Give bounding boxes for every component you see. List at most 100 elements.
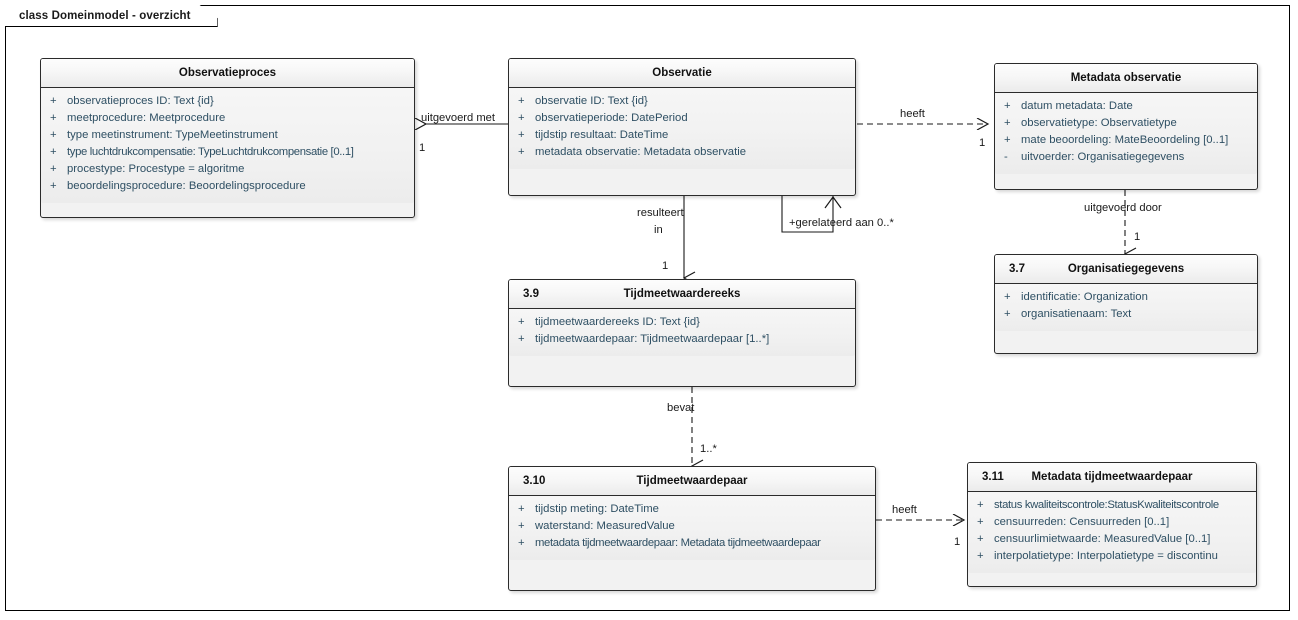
class-title-tijdmeetwaardepaar: Tijdmeetwaardepaar	[636, 475, 748, 487]
class-title-metadata-observatie: Metadata observatie	[1070, 72, 1182, 84]
attribute-text: type meetinstrument: TypeMeetinstrument	[67, 129, 278, 141]
multiplicity-bevat: 1..*	[700, 443, 717, 455]
edge-label-heeft-observatie: heeft	[900, 108, 925, 120]
attribute-row: + status kwaliteitscontrole:StatusKwalit…	[968, 499, 1256, 516]
attribute-visibility: +	[977, 550, 984, 562]
class-attributes-observatieproces: + observatieproces ID: Text {id} + meetp…	[41, 88, 414, 203]
attribute-text: metadata tijdmeetwaardepaar: Metadata ti…	[535, 537, 821, 549]
attribute-visibility: +	[518, 112, 525, 124]
attribute-visibility: +	[518, 316, 525, 328]
attribute-row: + observatie ID: Text {id}	[509, 95, 855, 112]
class-box-observatie[interactable]: Observatie + observatie ID: Text {id} + …	[508, 58, 856, 196]
attribute-row: + mate beoordeling: MateBeoordeling [0..…	[995, 134, 1257, 151]
class-header-observatieproces: Observatieproces	[41, 59, 414, 88]
attribute-row: + observatietype: Observatietype	[995, 117, 1257, 134]
attribute-visibility: +	[50, 112, 57, 124]
attribute-text: censuurlimietwaarde: MeasuredValue [0..1…	[994, 533, 1211, 545]
attribute-visibility: +	[518, 520, 525, 532]
attribute-visibility: +	[977, 499, 984, 511]
attribute-row: + type luchtdrukcompensatie: TypeLuchtdr…	[41, 146, 414, 163]
attribute-text: observatieperiode: DatePeriod	[535, 112, 688, 124]
class-box-tijdmeetwaardereeks[interactable]: 3.9 Tijdmeetwaardereeks + tijdmeetwaarde…	[508, 279, 856, 387]
attribute-text: organisatienaam: Text	[1021, 308, 1132, 320]
class-box-tijdmeetwaardepaar[interactable]: 3.10 Tijdmeetwaardepaar + tijdstip metin…	[508, 466, 876, 591]
attribute-row: + metadata observatie: Metadata observat…	[509, 146, 855, 163]
attribute-text: datum metadata: Date	[1021, 100, 1133, 112]
class-number-metadata-tijdmeetwaardepaar: 3.11	[982, 471, 1004, 483]
attribute-row: + censuurreden: Censuurreden [0..1]	[968, 516, 1256, 533]
attribute-row: + observatieproces ID: Text {id}	[41, 95, 414, 112]
attribute-visibility: +	[50, 146, 57, 158]
attribute-visibility: +	[1004, 308, 1011, 320]
attribute-visibility: +	[50, 163, 57, 175]
attribute-row: + tijdmeetwaardepaar: Tijdmeetwaardepaar…	[509, 333, 855, 350]
class-number-tijdmeetwaardepaar: 3.10	[523, 475, 546, 487]
attribute-visibility: +	[1004, 134, 1011, 146]
attribute-text: tijdmeetwaardereeks ID: Text {id}	[535, 316, 700, 328]
class-number-organisatiegegevens: 3.7	[1009, 263, 1025, 275]
attribute-visibility: +	[1004, 117, 1011, 129]
attribute-row: + procestype: Procestype = algoritme	[41, 163, 414, 180]
class-box-organisatiegegevens[interactable]: 3.7 Organisatiegegevens + identificatie:…	[994, 254, 1258, 354]
multiplicity-uitgevoerd-door: 1	[1134, 231, 1141, 243]
diagram-frame-title: class Domeinmodel - overzicht	[19, 9, 191, 22]
attribute-text: tijdstip meting: DateTime	[535, 503, 659, 515]
attribute-visibility: +	[1004, 291, 1011, 303]
class-title-organisatiegegevens: Organisatiegegevens	[1067, 263, 1185, 275]
class-attributes-observatie: + observatie ID: Text {id} + observatiep…	[509, 88, 855, 169]
edge-label-resulteert-in-1: resulteert	[637, 207, 684, 219]
attribute-visibility: +	[977, 533, 984, 545]
attribute-visibility: +	[977, 516, 984, 528]
attribute-visibility: +	[518, 95, 525, 107]
class-header-observatie: Observatie	[509, 59, 855, 88]
attribute-text: type luchtdrukcompensatie: TypeLuchtdruk…	[67, 146, 354, 158]
attribute-visibility: +	[1004, 100, 1011, 112]
attribute-visibility: -	[1004, 151, 1008, 163]
attribute-row: + organisatienaam: Text	[995, 308, 1257, 325]
class-box-metadata-tijdmeetwaardepaar[interactable]: 3.11 Metadata tijdmeetwaardepaar + statu…	[967, 462, 1257, 587]
attribute-visibility: +	[50, 95, 57, 107]
diagram-frame	[5, 5, 1290, 611]
attribute-text: tijdstip resultaat: DateTime	[535, 129, 669, 141]
attribute-text: beoordelingsprocedure: Beoordelingsproce…	[67, 180, 306, 192]
attribute-text: observatietype: Observatietype	[1021, 117, 1177, 129]
attribute-row: + beoordelingsprocedure: Beoordelingspro…	[41, 180, 414, 197]
attribute-text: uitvoerder: Organisatiegegevens	[1021, 151, 1185, 163]
edge-label-uitgevoerd-met: uitgevoerd met	[421, 112, 496, 124]
attribute-visibility: +	[50, 129, 57, 141]
attribute-row: + tijdstip resultaat: DateTime	[509, 129, 855, 146]
attribute-text: status kwaliteitscontrole:StatusKwalitei…	[994, 499, 1219, 511]
attribute-visibility: +	[518, 129, 525, 141]
attribute-text: mate beoordeling: MateBeoordeling [0..1]	[1021, 134, 1229, 146]
class-attributes-metadata-observatie: + datum metadata: Date + observatietype:…	[995, 93, 1257, 174]
multiplicity-heeft-observatie: 1	[979, 137, 986, 149]
attribute-text: censuurreden: Censuurreden [0..1]	[994, 516, 1170, 528]
edge-label-heeft-paar: heeft	[892, 504, 917, 516]
class-attributes-tijdmeetwaardereeks: + tijdmeetwaardereeks ID: Text {id} + ti…	[509, 309, 855, 356]
class-title-observatie: Observatie	[652, 67, 712, 79]
attribute-row: + meetprocedure: Meetprocedure	[41, 112, 414, 129]
attribute-row: + identificatie: Organization	[995, 291, 1257, 308]
class-title-tijdmeetwaardereeks: Tijdmeetwaardereeks	[623, 288, 741, 300]
attribute-row: + tijdstip meting: DateTime	[509, 503, 875, 520]
attribute-row: + censuurlimietwaarde: MeasuredValue [0.…	[968, 533, 1256, 550]
attribute-row: + tijdmeetwaardereeks ID: Text {id}	[509, 316, 855, 333]
class-attributes-tijdmeetwaardepaar: + tijdstip meting: DateTime + waterstand…	[509, 496, 875, 560]
class-box-observatieproces[interactable]: Observatieproces + observatieproces ID: …	[40, 58, 415, 218]
class-title-metadata-tijdmeetwaardepaar: Metadata tijdmeetwaardepaar	[1031, 471, 1193, 483]
attribute-text: tijdmeetwaardepaar: Tijdmeetwaardepaar […	[535, 333, 770, 345]
attribute-visibility: +	[518, 146, 525, 158]
class-box-metadata-observatie[interactable]: Metadata observatie + datum metadata: Da…	[994, 63, 1258, 190]
attribute-visibility: +	[518, 333, 525, 345]
attribute-visibility: +	[50, 180, 57, 192]
attribute-text: observatie ID: Text {id}	[535, 95, 648, 107]
multiplicity-uitgevoerd-met: 1	[419, 142, 426, 154]
class-header-metadata-tijdmeetwaardepaar: 3.11 Metadata tijdmeetwaardepaar	[968, 463, 1256, 492]
edge-label-gerelateerd-aan: +gerelateerd aan 0..*	[789, 217, 894, 229]
attribute-row: + type meetinstrument: TypeMeetinstrumen…	[41, 129, 414, 146]
edge-label-resulteert-in-2: in	[654, 224, 663, 236]
class-attributes-metadata-tijdmeetwaardepaar: + status kwaliteitscontrole:StatusKwalit…	[968, 492, 1256, 573]
attribute-text: identificatie: Organization	[1021, 291, 1148, 303]
attribute-visibility: +	[518, 537, 525, 549]
